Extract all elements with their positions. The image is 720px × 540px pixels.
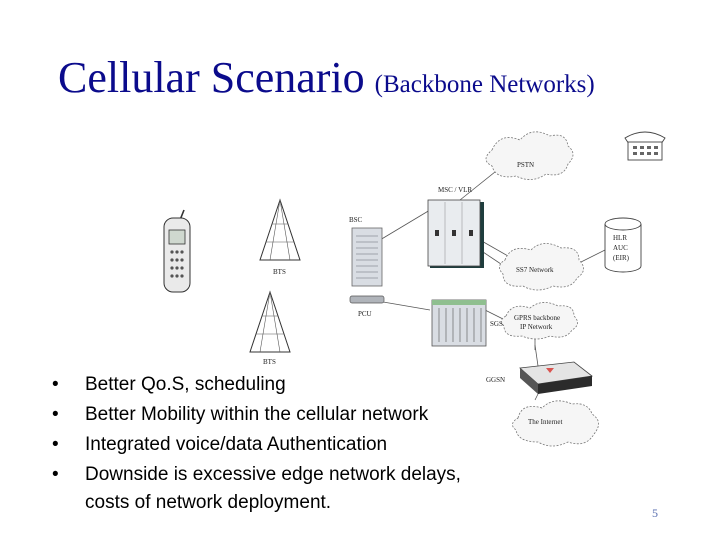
ggsn-label: GGSN [486,376,505,384]
bullet-item: • Integrated voice/data Authentication [52,430,492,460]
bullet-continuation: costs of network deployment. [85,492,332,513]
auc-label: AUC [613,244,628,252]
bullet-marker: • [52,464,59,485]
pstn-cloud: PSTN [485,131,574,180]
bsc-server-icon: BSC [349,216,383,287]
pcu-device-icon: PCU [349,295,385,318]
bullet-list: • Better Qo.S, scheduling • Better Mobil… [52,370,492,515]
bullet-marker: • [52,404,59,425]
bts-upper-label: BTS [273,268,286,276]
pstn-label: PSTN [517,161,534,169]
telephone-icon [624,131,666,161]
bts-tower-upper: BTS [259,198,301,276]
internet-cloud: The Internet [512,400,599,447]
hlr-database-icon: HLR AUC (EIR) [604,217,642,273]
sgsn-rack-icon: SGSN [431,299,508,347]
eir-label: (EIR) [613,254,630,262]
network-diagram: PSTN BTS BTS [163,131,666,447]
bts-lower-label: BTS [263,358,276,366]
msc-vlr-label: MSC / VLR [438,186,472,194]
bts-tower-lower: BTS [249,290,291,366]
bullet-item: • Better Mobility within the cellular ne… [52,400,492,430]
bullet-text: Better Qo.S, scheduling [85,374,286,395]
mobile-phone-icon [163,209,191,293]
title-main: Cellular Scenario [58,53,365,102]
gprs-label-line2: IP Network [520,323,553,331]
pcu-label: PCU [358,310,372,318]
bullet-item: • Downside is excessive edge network del… [52,460,492,515]
msc-vlr-cabinet-icon: MSC / VLR [427,186,484,268]
bullet-marker: • [52,374,59,395]
ggsn-router-icon: GGSN [486,361,593,394]
page-number: 5 [652,506,658,520]
ss7-network-cloud: SS7 Network [499,243,584,291]
slide-title: Cellular Scenario (Backbone Networks) [58,52,595,103]
bullet-text: Better Mobility within the cellular netw… [85,404,429,425]
ss7-label: SS7 Network [516,266,554,274]
gprs-label-line1: GPRS backbone [514,314,560,322]
bullet-marker: • [52,434,59,455]
gprs-backbone-cloud: GPRS backbone IP Network [501,302,578,340]
bsc-label: BSC [349,216,363,224]
bullet-text: Downside is excessive edge network delay… [85,464,461,485]
internet-label: The Internet [528,418,562,426]
bullet-item: • Better Qo.S, scheduling [52,370,492,400]
title-subtitle: (Backbone Networks) [374,71,595,98]
sgsn-label: SGSN [490,320,508,328]
hlr-label: HLR [613,234,627,242]
bullet-text: Integrated voice/data Authentication [85,434,388,455]
